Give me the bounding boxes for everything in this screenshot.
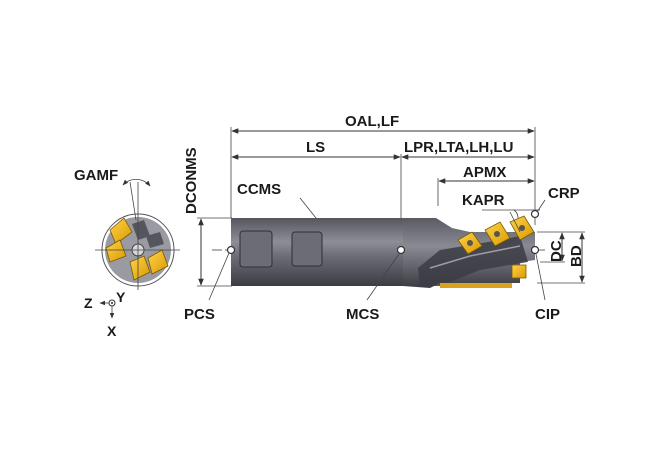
label-oal-lf: OAL,LF (345, 113, 399, 130)
insert-lower (511, 264, 527, 279)
lower-insert-edge (440, 283, 512, 288)
label-dc: DC (548, 240, 565, 262)
end-view (95, 179, 180, 290)
label-axis-y: Y (116, 289, 126, 305)
label-mcs: MCS (346, 306, 379, 323)
label-ls: LS (306, 139, 325, 156)
label-pcs: PCS (184, 306, 215, 323)
pcs-point (226, 245, 236, 255)
label-cip: CIP (535, 306, 560, 323)
leader-lines (208, 197, 546, 301)
cip-point (530, 245, 540, 255)
crp-point (530, 209, 540, 219)
dimension-lines (197, 127, 585, 287)
label-ccms: CCMS (237, 181, 281, 198)
reference-points (226, 209, 540, 255)
mcs-point (396, 245, 406, 255)
label-axis-x: X (107, 323, 117, 339)
shank-flat-2 (291, 231, 323, 267)
label-dconms: DCONMS (183, 147, 200, 214)
label-crp: CRP (548, 185, 580, 202)
kapr-angle (482, 209, 540, 233)
label-axis-z: Z (84, 295, 93, 311)
cutting-inserts (457, 215, 535, 279)
chip-flute (418, 236, 528, 286)
label-kapr: KAPR (462, 192, 505, 209)
label-gamf: GAMF (74, 167, 118, 184)
shank-flat-1 (239, 230, 273, 268)
label-apmx: APMX (463, 164, 506, 181)
axis-indicator (99, 299, 116, 319)
label-bd: BD (568, 245, 585, 267)
label-lpr-group: LPR,LTA,LH,LU (404, 139, 513, 156)
